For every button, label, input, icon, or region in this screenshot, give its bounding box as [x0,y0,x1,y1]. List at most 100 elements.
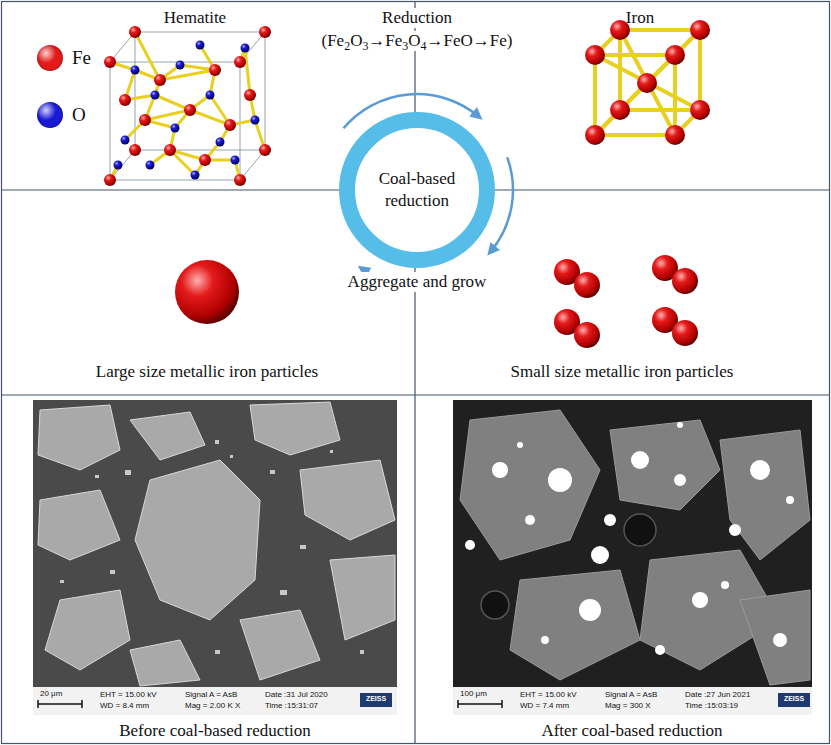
hematite-crystal [129,26,141,38]
grid-frame [2,394,830,395]
sem-image-after [481,514,656,619]
iron-cell [610,100,630,120]
hematite-crystal [160,70,215,80]
sem-image-after [510,570,640,680]
sem-image-after [548,468,572,492]
hematite-crystal [104,56,116,68]
sem-image-before [130,412,205,460]
sem-image-before [37,700,39,708]
panel-label: Large size metallic iron particles [96,362,318,382]
sem-image-before [60,440,364,654]
iron-particle [175,260,239,324]
sem-info: WD = 7.4 mm [520,701,569,710]
hematite-crystal [176,61,185,70]
sem-info: WD = 8.4 mm [100,701,149,710]
sem-image-before [38,703,82,705]
atom-swatch [37,102,63,128]
sem-image-after [729,524,741,536]
legend-label: Fe [72,47,91,69]
hematite-crystal [139,114,151,126]
panel-label: Iron [626,8,654,28]
sem-image-before [38,402,395,686]
hematite-crystal [259,26,271,38]
hematite-crystal [241,44,250,53]
hematite-crystal [190,110,230,125]
iron-cell [665,125,685,145]
hematite-crystal [206,91,215,100]
sem-info: Date :27 Jun 2021 [685,690,750,699]
iron-particle [672,320,698,346]
sem-image-after [579,599,601,621]
iron-cell [585,20,710,145]
sem-image-before [95,475,99,478]
reaction-formula: 2 [344,39,350,53]
sem-image-before [360,693,392,707]
sem-image-after [655,645,665,655]
sem-image-before [38,700,82,708]
sem-image-before [215,440,219,444]
hematite-crystal [224,119,236,131]
iron-cell [585,20,710,145]
sem-image-after [457,700,459,708]
sem-image-after [604,514,616,526]
hematite-crystal [135,32,265,150]
reaction-formula: 4 [421,39,427,53]
iron-particle [574,272,600,298]
hematite-crystal [151,91,160,100]
sem-image-before [38,490,120,560]
sem-image-after [740,590,810,685]
hematite-crystal [199,154,211,166]
iron-cell [595,30,700,135]
hematite-crystal [216,138,225,147]
process-label: Aggregate and grow [345,272,490,292]
process-label: Reduction [379,8,455,28]
hematite-crystal [171,124,180,133]
sem-image-after [778,693,810,707]
atom-swatch [37,45,63,71]
sem-image-after [721,581,729,589]
sem-image-before [33,687,397,715]
sem-image-before [330,450,333,453]
sem-image-after [453,400,812,715]
sem-image-after [501,700,503,708]
hematite-crystal [110,62,240,180]
hematite-crystal [104,174,116,186]
sem-image-before [300,545,306,549]
zeiss-logo: ZEISS [784,695,804,703]
sem-info: Time :15:03:19 [685,701,738,710]
hematite-crystal [114,161,123,170]
sem-info: Signal A = AsB [185,690,237,699]
hematite-crystal [209,64,221,76]
sem-image-after [481,591,509,619]
sem-image-after [460,410,810,685]
hematite-crystal [146,161,155,170]
sem-image-before [45,590,130,670]
sem-image-before [240,610,320,680]
hematite-crystal [110,32,265,180]
iron-cell [595,55,700,110]
iron-cell [690,100,710,120]
sem-image-before [130,640,200,686]
hematite-crystal [110,32,265,180]
sem-image-after [610,420,720,510]
sem-image-before [250,402,340,455]
iron-cell [637,73,657,93]
sem-image-after [465,540,475,550]
sem-image-after [541,636,549,644]
image-caption: After coal-based reduction [541,721,722,741]
sem-image-after [720,430,810,560]
hematite-crystal [154,74,166,86]
panel-label: Hematite [164,8,226,28]
sem-image-after [750,460,770,480]
sem-info: Mag = 2.00 K X [185,701,240,710]
zeiss-logo: ZEISS [366,695,386,703]
sem-image-before [110,570,115,574]
sem-image-after [492,462,508,478]
sem-info: Time :15:31:07 [265,701,318,710]
sem-image-after [786,496,794,504]
iron-particle [574,322,600,348]
scale-bar-label: 20 μm [40,689,62,698]
hematite-crystal [245,48,250,95]
iron-cell [585,125,605,145]
